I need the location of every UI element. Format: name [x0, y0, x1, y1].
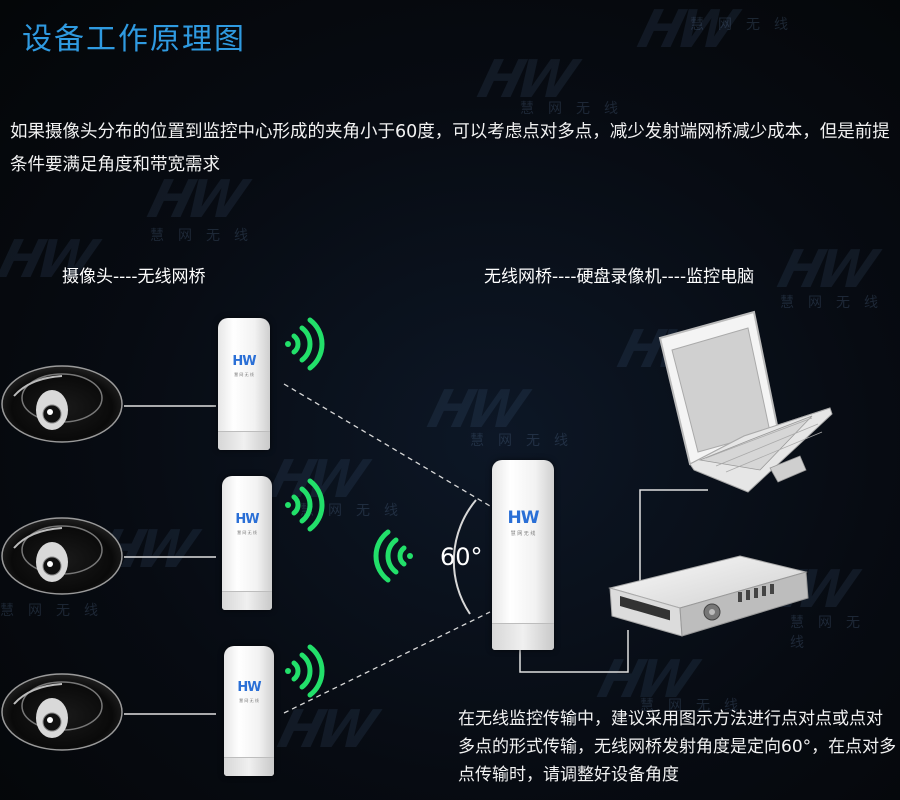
bridge-base — [218, 431, 270, 450]
watermark-text: 慧网无线 — [150, 228, 262, 244]
angle-arc — [452, 499, 477, 615]
device-sub-label: 慧 网 无 线 — [234, 372, 254, 377]
device-logo: HW — [235, 512, 259, 527]
watermark-text: 慧网无线 — [690, 17, 802, 33]
cable-bridge-dvr — [519, 630, 629, 673]
link-dashed-bottom — [283, 611, 491, 714]
dvr-recorder-icon — [608, 555, 809, 637]
angle-label: 60° — [440, 543, 483, 571]
wifi-signal-icon — [291, 317, 325, 371]
bridge-base — [224, 757, 274, 776]
bridge-base — [222, 591, 272, 610]
device-logo: HW — [232, 354, 256, 369]
wireless-bridge-1: HW 慧 网 无 线 — [218, 318, 270, 450]
wireless-bridge-center: HW 慧 网 无 线 — [492, 460, 554, 650]
device-sub-label: 慧 网 无 线 — [510, 531, 536, 537]
watermark-text: 慧网无线 — [780, 295, 892, 311]
page-title: 设备工作原理图 — [22, 22, 246, 57]
watermark-text: 慧网无线 — [520, 101, 632, 117]
dome-camera-icon — [1, 365, 123, 443]
wireless-bridge-2: HW 慧 网 无 线 — [222, 476, 272, 610]
device-sub-label: 慧 网 无 线 — [239, 698, 259, 703]
dome-camera-icon — [1, 673, 123, 751]
wireless-bridge-3: HW 慧 网 无 线 — [224, 646, 274, 776]
right-section-label: 无线网桥----硬盘录像机----监控电脑 — [484, 267, 755, 287]
wifi-signal-icon — [373, 529, 407, 583]
bridge-base — [492, 623, 554, 650]
watermark-text: 慧网无线 — [300, 503, 412, 519]
wifi-signal-icon — [291, 478, 325, 532]
watermark-text: 慧网无线 — [470, 433, 582, 449]
watermark-text: 慧网无线 — [0, 603, 112, 619]
device-logo: HW — [507, 508, 540, 528]
watermark-text: 慧网无线 — [790, 615, 874, 651]
left-section-label: 摄像头----无线网桥 — [62, 267, 206, 287]
laptop-icon — [658, 310, 833, 493]
intro-text: 如果摄像头分布的位置到监控中心形成的夹角小于60度，可以考虑点对多点，减少发射端… — [10, 122, 890, 175]
dome-camera-icon — [1, 517, 123, 595]
device-logo: HW — [237, 680, 261, 695]
wifi-signal-icon — [291, 644, 325, 698]
link-dashed-top — [283, 383, 491, 507]
note-text: 在无线监控传输中，建议采用图示方法进行点对点或点对多点的形式传输，无线网桥发射角… — [458, 709, 897, 785]
cable-dvr-laptop — [639, 489, 708, 592]
device-sub-label: 慧 网 无 线 — [237, 530, 257, 535]
watermark-text: 慧网无线 — [640, 698, 752, 714]
